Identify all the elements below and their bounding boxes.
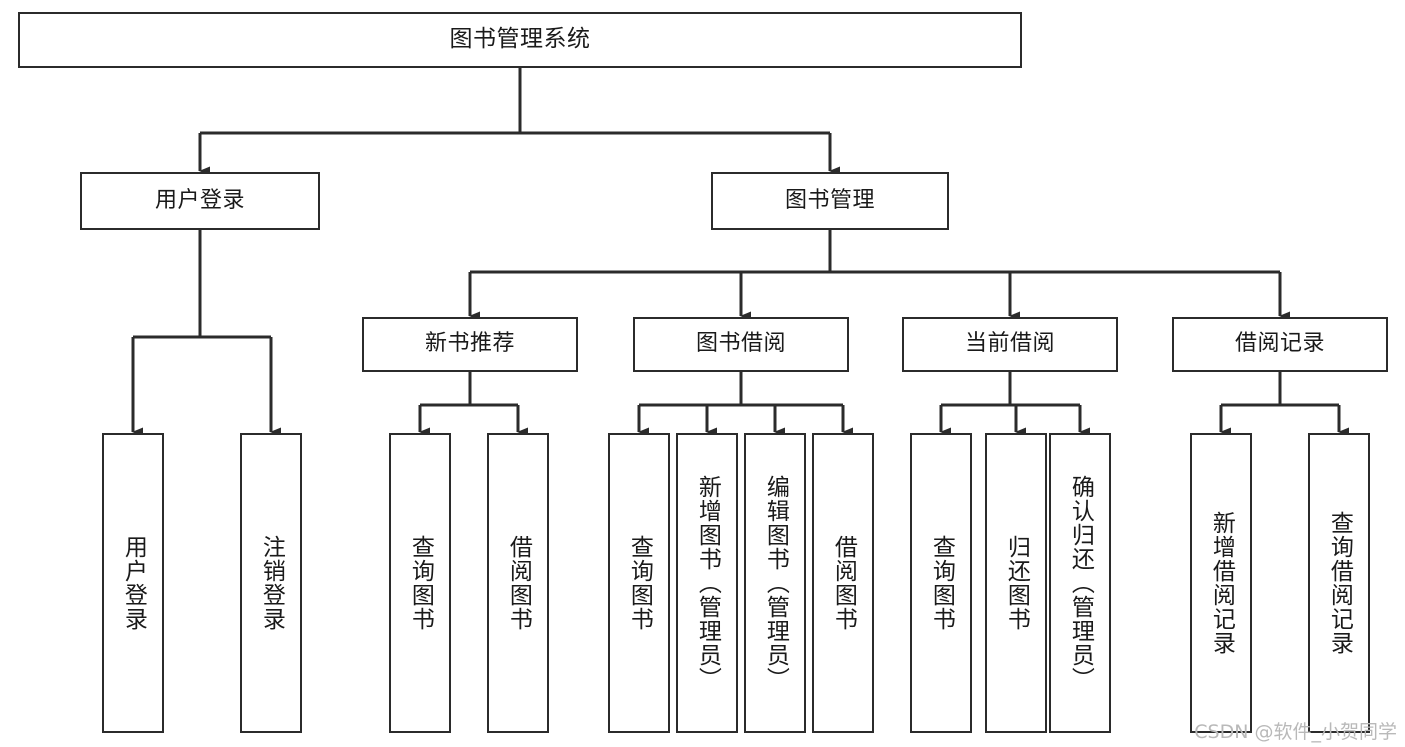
node-leaf-edit-book[interactable]: 编辑图书（管理员） — [744, 433, 806, 733]
node-label-leaf-user-logout: 注销登录 — [258, 535, 285, 631]
node-leaf-confirm-return[interactable]: 确认归还（管理员） — [1049, 433, 1111, 733]
node-label-leaf-query-book-1: 查询图书 — [407, 535, 434, 631]
node-label-new-book-recommend: 新书推荐 — [424, 331, 515, 357]
node-leaf-add-record[interactable]: 新增借阅记录 — [1190, 433, 1252, 733]
node-book-manage[interactable]: 图书管理 — [711, 172, 949, 230]
node-label-leaf-confirm-return: 确认归还（管理员） — [1067, 475, 1094, 691]
node-leaf-add-book[interactable]: 新增图书（管理员） — [676, 433, 738, 733]
node-label-user-login: 用户登录 — [154, 187, 245, 213]
node-leaf-query-book-1[interactable]: 查询图书 — [389, 433, 451, 733]
node-leaf-query-book-2[interactable]: 查询图书 — [608, 433, 670, 733]
node-label-current-borrow: 当前借阅 — [964, 331, 1055, 357]
edge-path-group — [131, 68, 1349, 437]
node-label-leaf-add-record: 新增借阅记录 — [1208, 511, 1235, 655]
node-label-book-borrow: 图书借阅 — [695, 331, 786, 357]
node-current-borrow[interactable]: 当前借阅 — [902, 317, 1118, 372]
node-root[interactable]: 图书管理系统 — [18, 12, 1022, 68]
node-label-leaf-query-book-2: 查询图书 — [626, 535, 653, 631]
watermark-text: CSDN @软件_小贺同学 — [1194, 721, 1397, 743]
node-label-leaf-query-record: 查询借阅记录 — [1326, 511, 1353, 655]
node-leaf-user-login[interactable]: 用户登录 — [102, 433, 164, 733]
node-label-leaf-query-book-3: 查询图书 — [928, 535, 955, 631]
node-leaf-return-book[interactable]: 归还图书 — [985, 433, 1047, 733]
node-new-book-recommend[interactable]: 新书推荐 — [362, 317, 578, 372]
node-leaf-user-logout[interactable]: 注销登录 — [240, 433, 302, 733]
node-label-leaf-user-login: 用户登录 — [120, 535, 147, 631]
node-borrow-record[interactable]: 借阅记录 — [1172, 317, 1388, 372]
node-leaf-borrow-book-1[interactable]: 借阅图书 — [487, 433, 549, 733]
node-book-borrow[interactable]: 图书借阅 — [633, 317, 849, 372]
node-user-login[interactable]: 用户登录 — [80, 172, 320, 230]
node-leaf-borrow-book-2[interactable]: 借阅图书 — [812, 433, 874, 733]
node-label-leaf-borrow-book-1: 借阅图书 — [505, 535, 532, 631]
node-label-root: 图书管理系统 — [449, 26, 591, 53]
node-label-book-manage: 图书管理 — [784, 187, 875, 213]
node-label-leaf-edit-book: 编辑图书（管理员） — [762, 475, 789, 691]
node-label-borrow-record: 借阅记录 — [1234, 331, 1325, 357]
node-label-leaf-return-book: 归还图书 — [1003, 535, 1030, 631]
node-label-leaf-borrow-book-2: 借阅图书 — [830, 535, 857, 631]
node-label-leaf-add-book: 新增图书（管理员） — [694, 475, 721, 691]
node-leaf-query-record[interactable]: 查询借阅记录 — [1308, 433, 1370, 733]
node-leaf-query-book-3[interactable]: 查询图书 — [910, 433, 972, 733]
